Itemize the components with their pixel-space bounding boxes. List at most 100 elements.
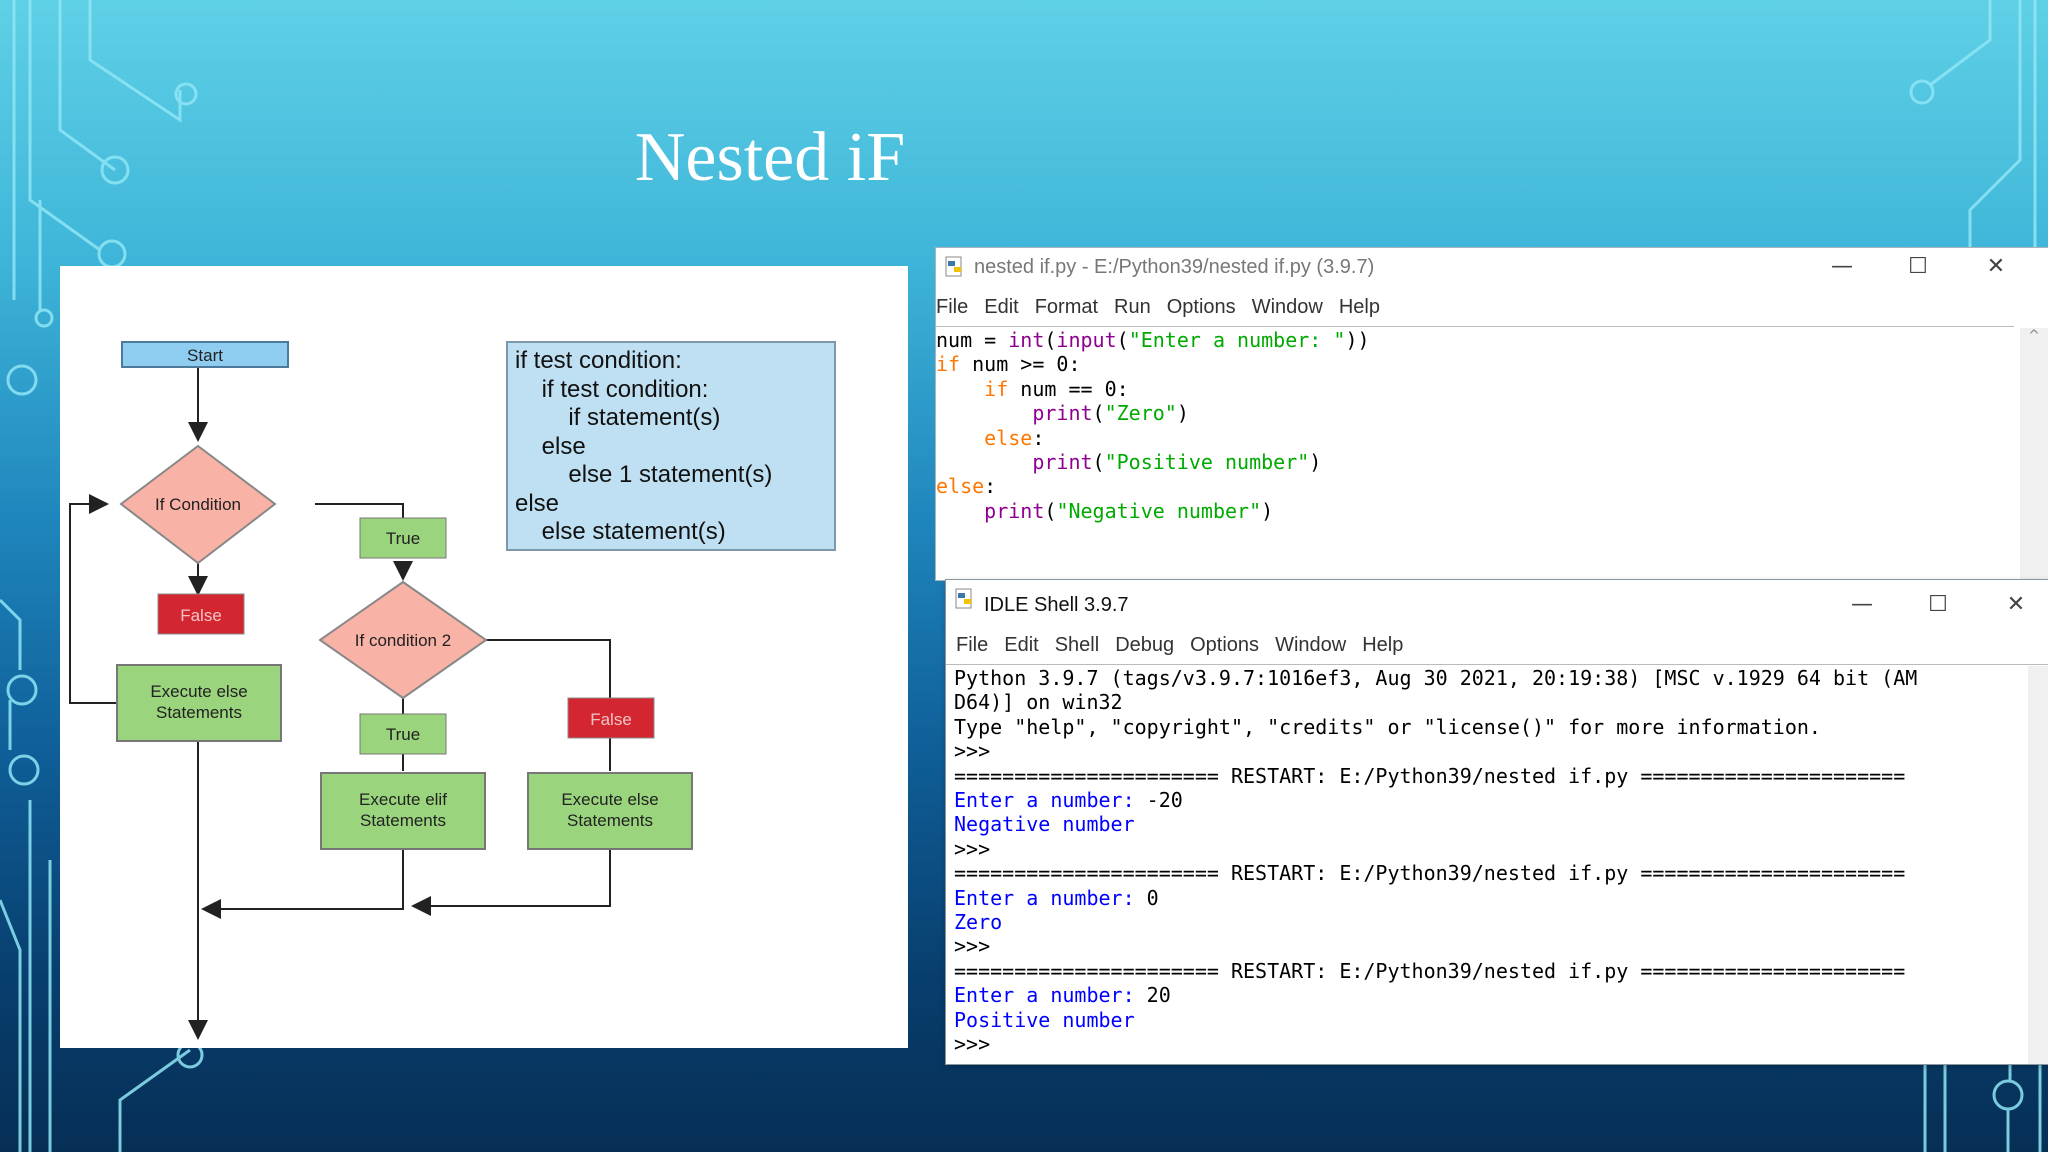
editor-titlebar[interactable]: nested if.py - E:/Python39/nested if.py … xyxy=(936,248,2048,288)
code-line: ====================== RESTART: E:/Pytho… xyxy=(954,764,2018,788)
false-label-1: False xyxy=(180,606,222,625)
flowchart: Start If Condition False True Execute el… xyxy=(69,341,693,1040)
code-line: Enter a number: -20 xyxy=(954,788,2018,812)
code-token: "Enter a number: " xyxy=(1128,328,1346,352)
pseudocode-line: else xyxy=(515,432,586,460)
false-label-2: False xyxy=(590,710,632,729)
code-token: input xyxy=(1056,328,1117,352)
menu-help[interactable]: Help xyxy=(1338,296,1380,318)
editor-menubar: File Edit Format Run Options Window Help xyxy=(936,296,2048,326)
code-token xyxy=(936,401,1032,425)
code-token: : xyxy=(984,474,997,499)
code-token: ====================== RESTART: E:/Pytho… xyxy=(954,763,1906,788)
code-token: >>> xyxy=(954,1032,1003,1057)
menu-options[interactable]: Options xyxy=(1190,634,1260,656)
false-badge-2 xyxy=(567,697,655,739)
pseudocode-line: if test condition: xyxy=(515,347,682,374)
menu-run[interactable]: Run xyxy=(1114,296,1151,318)
code-line: >>> xyxy=(954,934,2018,958)
code-token: print xyxy=(1032,401,1093,426)
maximize-icon[interactable]: ☐ xyxy=(1908,254,1928,279)
code-token: else xyxy=(936,474,985,499)
execute-else-2-line1: Execute else xyxy=(561,790,658,809)
python-file-icon xyxy=(945,256,962,277)
code-line: >>> xyxy=(954,739,2018,763)
code-token: num >= 0: xyxy=(960,352,1081,377)
code-line: Enter a number: 0 xyxy=(954,886,2018,910)
menu-file[interactable]: File xyxy=(956,634,989,656)
code-line: Negative number xyxy=(954,812,2018,836)
menu-window[interactable]: Window xyxy=(1275,634,1347,656)
execute-else-box-1 xyxy=(116,664,282,742)
shell-scrollbar[interactable] xyxy=(2028,666,2048,1064)
true-label-2: True xyxy=(386,725,420,744)
true-label-1: True xyxy=(386,529,420,548)
menu-file[interactable]: File xyxy=(936,296,969,318)
code-token: -20 xyxy=(1146,788,1183,813)
shell-window[interactable]: IDLE Shell 3.9.7 — ☐ ✕ File Edit Shell Debu… xyxy=(946,580,2048,1064)
code-line: Type "help", "copyright", "credits" or "… xyxy=(954,715,2018,739)
menu-edit[interactable]: Edit xyxy=(984,296,1019,318)
menu-debug[interactable]: Debug xyxy=(1115,634,1175,656)
code-token: ====================== RESTART: E:/Pytho… xyxy=(954,958,1906,983)
scroll-up-icon[interactable]: ^ xyxy=(2028,328,2040,344)
close-icon[interactable]: ✕ xyxy=(2006,592,2026,617)
code-token: "Negative number" xyxy=(1056,498,1262,523)
code-line: num = int(input("Enter a number: ")) xyxy=(936,328,2018,352)
menu-window[interactable]: Window xyxy=(1251,296,1323,318)
pseudocode-line: if test condition: xyxy=(515,375,709,403)
code-token: Zero xyxy=(954,910,1003,935)
execute-elif-box xyxy=(320,772,486,850)
code-token xyxy=(936,450,1032,474)
code-token: ====================== RESTART: E:/Pytho… xyxy=(954,861,1906,886)
code-token: Python 3.9.7 (tags/v3.9.7:1016ef3, Aug 3… xyxy=(954,666,1918,690)
start-label: Start xyxy=(187,346,223,365)
code-line: Positive number xyxy=(954,1008,2018,1032)
code-token: print xyxy=(1032,450,1093,475)
code-token: Positive number xyxy=(954,1007,1135,1032)
shell-menubar: File Edit Shell Debug Options Window Help xyxy=(956,634,2048,664)
flowchart-panel: Start If Condition False True Execute el… xyxy=(60,266,908,1048)
code-line: Zero xyxy=(954,910,2018,934)
code-line: D64)] on win32 xyxy=(954,690,2018,714)
code-token: "Zero" xyxy=(1104,401,1177,426)
close-icon[interactable]: ✕ xyxy=(1986,254,2006,279)
code-token: num = xyxy=(936,328,1009,352)
menu-format[interactable]: Format xyxy=(1034,296,1099,318)
editor-code-area[interactable]: num = int(input("Enter a number: ")) if n… xyxy=(936,328,2018,523)
menu-options[interactable]: Options xyxy=(1166,296,1236,318)
shell-titlebar[interactable]: IDLE Shell 3.9.7 — ☐ ✕ xyxy=(946,580,2048,620)
minimize-icon[interactable]: — xyxy=(1831,254,1853,279)
code-token: else xyxy=(984,425,1033,450)
pseudocode-line: else xyxy=(515,489,560,517)
code-line: Python 3.9.7 (tags/v3.9.7:1016ef3, Aug 3… xyxy=(954,666,2018,690)
code-token: ( xyxy=(1116,328,1129,352)
code-line: ====================== RESTART: E:/Pytho… xyxy=(954,959,2018,983)
true-badge-1 xyxy=(359,517,447,559)
code-token: ) xyxy=(1309,450,1322,475)
code-line: if num == 0: xyxy=(936,377,2018,401)
code-line: print("Negative number") xyxy=(936,499,2018,523)
execute-else-1-line1: Execute else xyxy=(150,682,247,701)
menu-shell[interactable]: Shell xyxy=(1054,634,1100,656)
code-token: >>> xyxy=(954,934,1003,959)
shell-output-area[interactable]: Python 3.9.7 (tags/v3.9.7:1016ef3, Aug 3… xyxy=(954,666,2018,1057)
execute-else-box-2 xyxy=(527,772,693,850)
code-line: >>> xyxy=(954,1032,2018,1056)
false-badge-1 xyxy=(157,593,245,635)
menu-edit[interactable]: Edit xyxy=(1004,634,1039,656)
code-line: Enter a number: 20 xyxy=(954,983,2018,1007)
editor-window[interactable]: nested if.py - E:/Python39/nested if.py … xyxy=(936,248,2048,580)
minimize-icon[interactable]: — xyxy=(1851,592,1873,617)
code-token: ) xyxy=(1261,498,1274,523)
code-token: 0 xyxy=(1146,885,1159,910)
code-line: >>> xyxy=(954,837,2018,861)
if-condition-decision xyxy=(119,444,277,565)
code-line: print("Positive number") xyxy=(936,450,2018,474)
execute-else-1-line2: Statements xyxy=(156,703,242,722)
maximize-icon[interactable]: ☐ xyxy=(1928,592,1948,617)
slide-title: Nested iF xyxy=(634,119,906,196)
editor-scrollbar[interactable]: ^ xyxy=(2020,328,2048,580)
execute-elif-line1: Execute elif xyxy=(359,790,447,809)
menu-help[interactable]: Help xyxy=(1362,634,1404,656)
